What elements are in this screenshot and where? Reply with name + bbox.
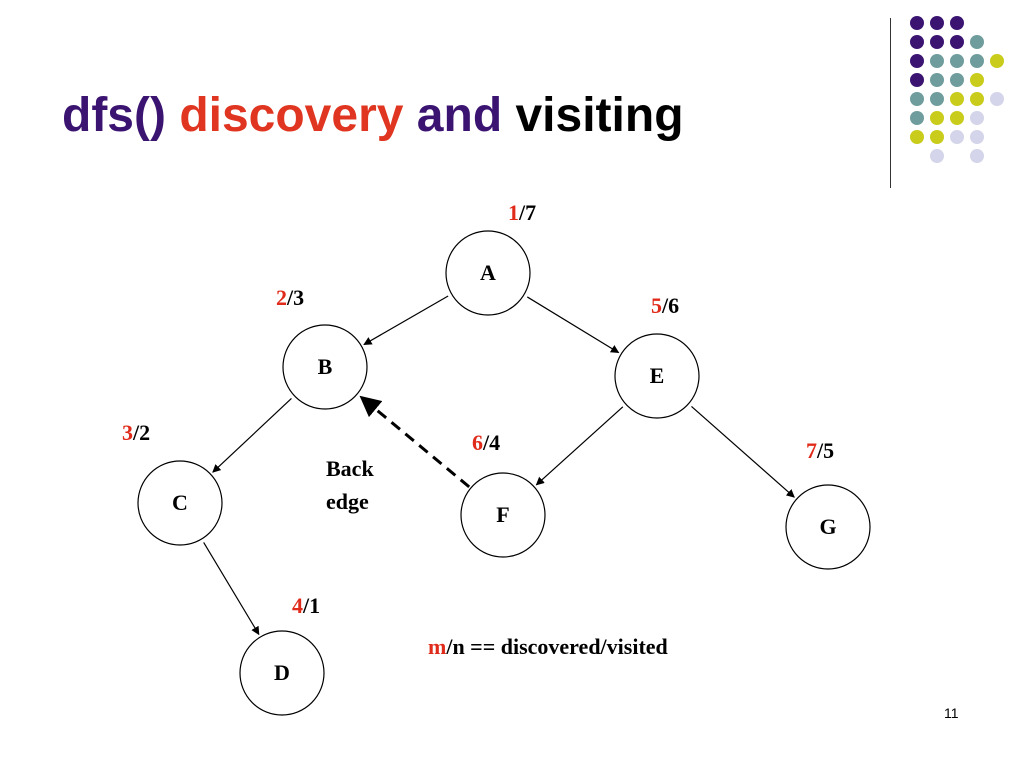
title-part-and: and <box>416 89 503 142</box>
decor-dot <box>930 16 944 30</box>
back-edge-label: edge <box>326 489 369 514</box>
order-label-f: 6/4 <box>472 430 500 455</box>
decor-dot <box>910 16 924 30</box>
decor-dot-grid <box>910 16 1004 163</box>
decor-dot <box>970 130 984 144</box>
decor-dot <box>910 54 924 68</box>
node-label-g: G <box>819 514 836 539</box>
order-label-a: 1/7 <box>508 200 536 225</box>
tree-edge-B-C <box>212 398 292 473</box>
decor-dot <box>950 54 964 68</box>
decor-dot <box>910 111 924 125</box>
decor-dot <box>950 16 964 30</box>
decor-dot <box>910 92 924 106</box>
node-label-b: B <box>318 354 333 379</box>
decor-dot <box>930 130 944 144</box>
order-label-b: 2/3 <box>276 285 304 310</box>
decor-dot <box>930 92 944 106</box>
decor-dot <box>930 54 944 68</box>
decor-divider <box>890 18 891 188</box>
decor-dot <box>970 111 984 125</box>
decor-dot <box>950 111 964 125</box>
tree-edge-E-G <box>691 405 795 498</box>
title-part-visiting: visiting <box>515 89 684 142</box>
decor-dot <box>970 54 984 68</box>
decor-dot <box>990 54 1004 68</box>
decor-dot <box>950 130 964 144</box>
decor-dot <box>930 73 944 87</box>
decor-dot <box>910 73 924 87</box>
decor-dot <box>910 35 924 49</box>
title-part-dfs: dfs() <box>62 89 166 142</box>
legend-note: m/n == discovered/visited <box>428 634 668 659</box>
decor-dot <box>930 149 944 163</box>
back-edge-label: Back <box>326 456 374 481</box>
decor-dot <box>950 73 964 87</box>
order-label-d: 4/1 <box>292 593 320 618</box>
back-edge-F-B <box>359 395 471 489</box>
tree-edge-E-F <box>535 406 624 486</box>
decor-dot <box>950 35 964 49</box>
tree-edge-A-B <box>363 295 449 346</box>
node-c <box>137 460 223 546</box>
decor-dot <box>990 92 1004 106</box>
decor-dot <box>970 149 984 163</box>
node-label-a: A <box>480 260 496 285</box>
node-a <box>445 230 531 316</box>
decor-dot <box>930 35 944 49</box>
order-label-c: 3/2 <box>122 420 150 445</box>
tree-edge-C-D <box>203 542 260 636</box>
decor-dot <box>970 73 984 87</box>
title-part-discovery: discovery <box>179 89 404 142</box>
node-d <box>239 630 325 716</box>
node-f <box>460 472 546 558</box>
node-b <box>282 324 368 410</box>
node-label-d: D <box>274 660 290 685</box>
node-label-f: F <box>496 502 509 527</box>
tree-edge-A-E <box>526 296 620 354</box>
page-title: dfs() discovery and visiting <box>62 88 684 143</box>
decor-dot <box>930 111 944 125</box>
decor-dot <box>910 130 924 144</box>
slide-number: 11 <box>944 705 959 721</box>
node-g <box>785 484 871 570</box>
order-label-e: 5/6 <box>651 293 679 318</box>
decor-dot <box>950 92 964 106</box>
node-e <box>614 333 700 419</box>
decor-dot <box>970 92 984 106</box>
order-label-g: 7/5 <box>806 438 834 463</box>
decor-dot <box>970 35 984 49</box>
node-label-e: E <box>650 363 665 388</box>
node-label-c: C <box>172 490 188 515</box>
